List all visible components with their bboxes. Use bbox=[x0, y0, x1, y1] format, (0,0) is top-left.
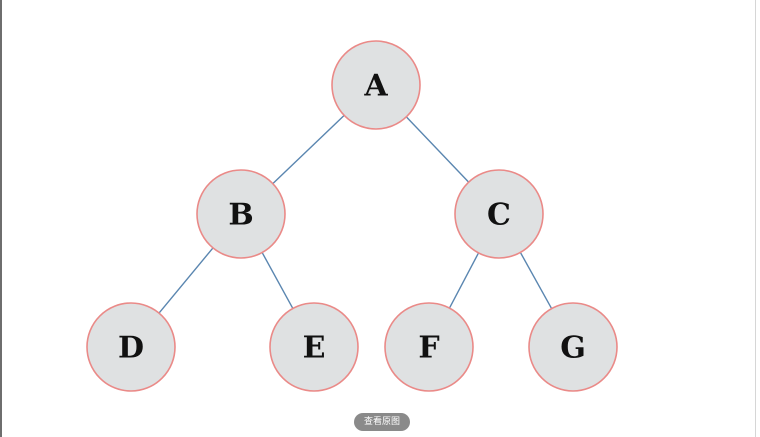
view-original-button[interactable]: 查看原图 bbox=[354, 413, 410, 431]
tree-node-d: D bbox=[86, 302, 176, 392]
tree-node-e: E bbox=[269, 302, 359, 392]
edge-a-b bbox=[272, 114, 345, 185]
node-circle-b bbox=[196, 169, 286, 259]
node-circle-e bbox=[269, 302, 359, 392]
tree-node-c: C bbox=[454, 169, 544, 259]
tree-node-g: G bbox=[528, 302, 618, 392]
node-label-c: C bbox=[487, 198, 511, 233]
tree-node-b: B bbox=[196, 169, 286, 259]
edge-c-g bbox=[519, 252, 553, 309]
left-border bbox=[0, 0, 2, 437]
node-circle-d bbox=[86, 302, 176, 392]
tree-nodes: A B C D E F G bbox=[86, 40, 618, 392]
node-circle-a bbox=[331, 40, 421, 130]
node-label-b: B bbox=[228, 198, 253, 233]
node-label-e: E bbox=[303, 331, 326, 366]
right-border bbox=[755, 0, 756, 437]
edge-b-d bbox=[158, 247, 214, 314]
edge-c-f bbox=[448, 252, 480, 309]
node-label-a: A bbox=[363, 69, 388, 104]
node-label-g: G bbox=[560, 331, 586, 366]
node-label-f: F bbox=[418, 331, 439, 366]
node-circle-c bbox=[454, 169, 544, 259]
node-circle-f bbox=[384, 302, 474, 392]
node-circle-g bbox=[528, 302, 618, 392]
edge-b-e bbox=[261, 252, 294, 309]
tree-edges bbox=[158, 114, 553, 314]
node-label-d: D bbox=[118, 331, 144, 366]
edge-a-c bbox=[405, 116, 470, 183]
tree-node-f: F bbox=[384, 302, 474, 392]
tree-node-a: A bbox=[331, 40, 421, 130]
